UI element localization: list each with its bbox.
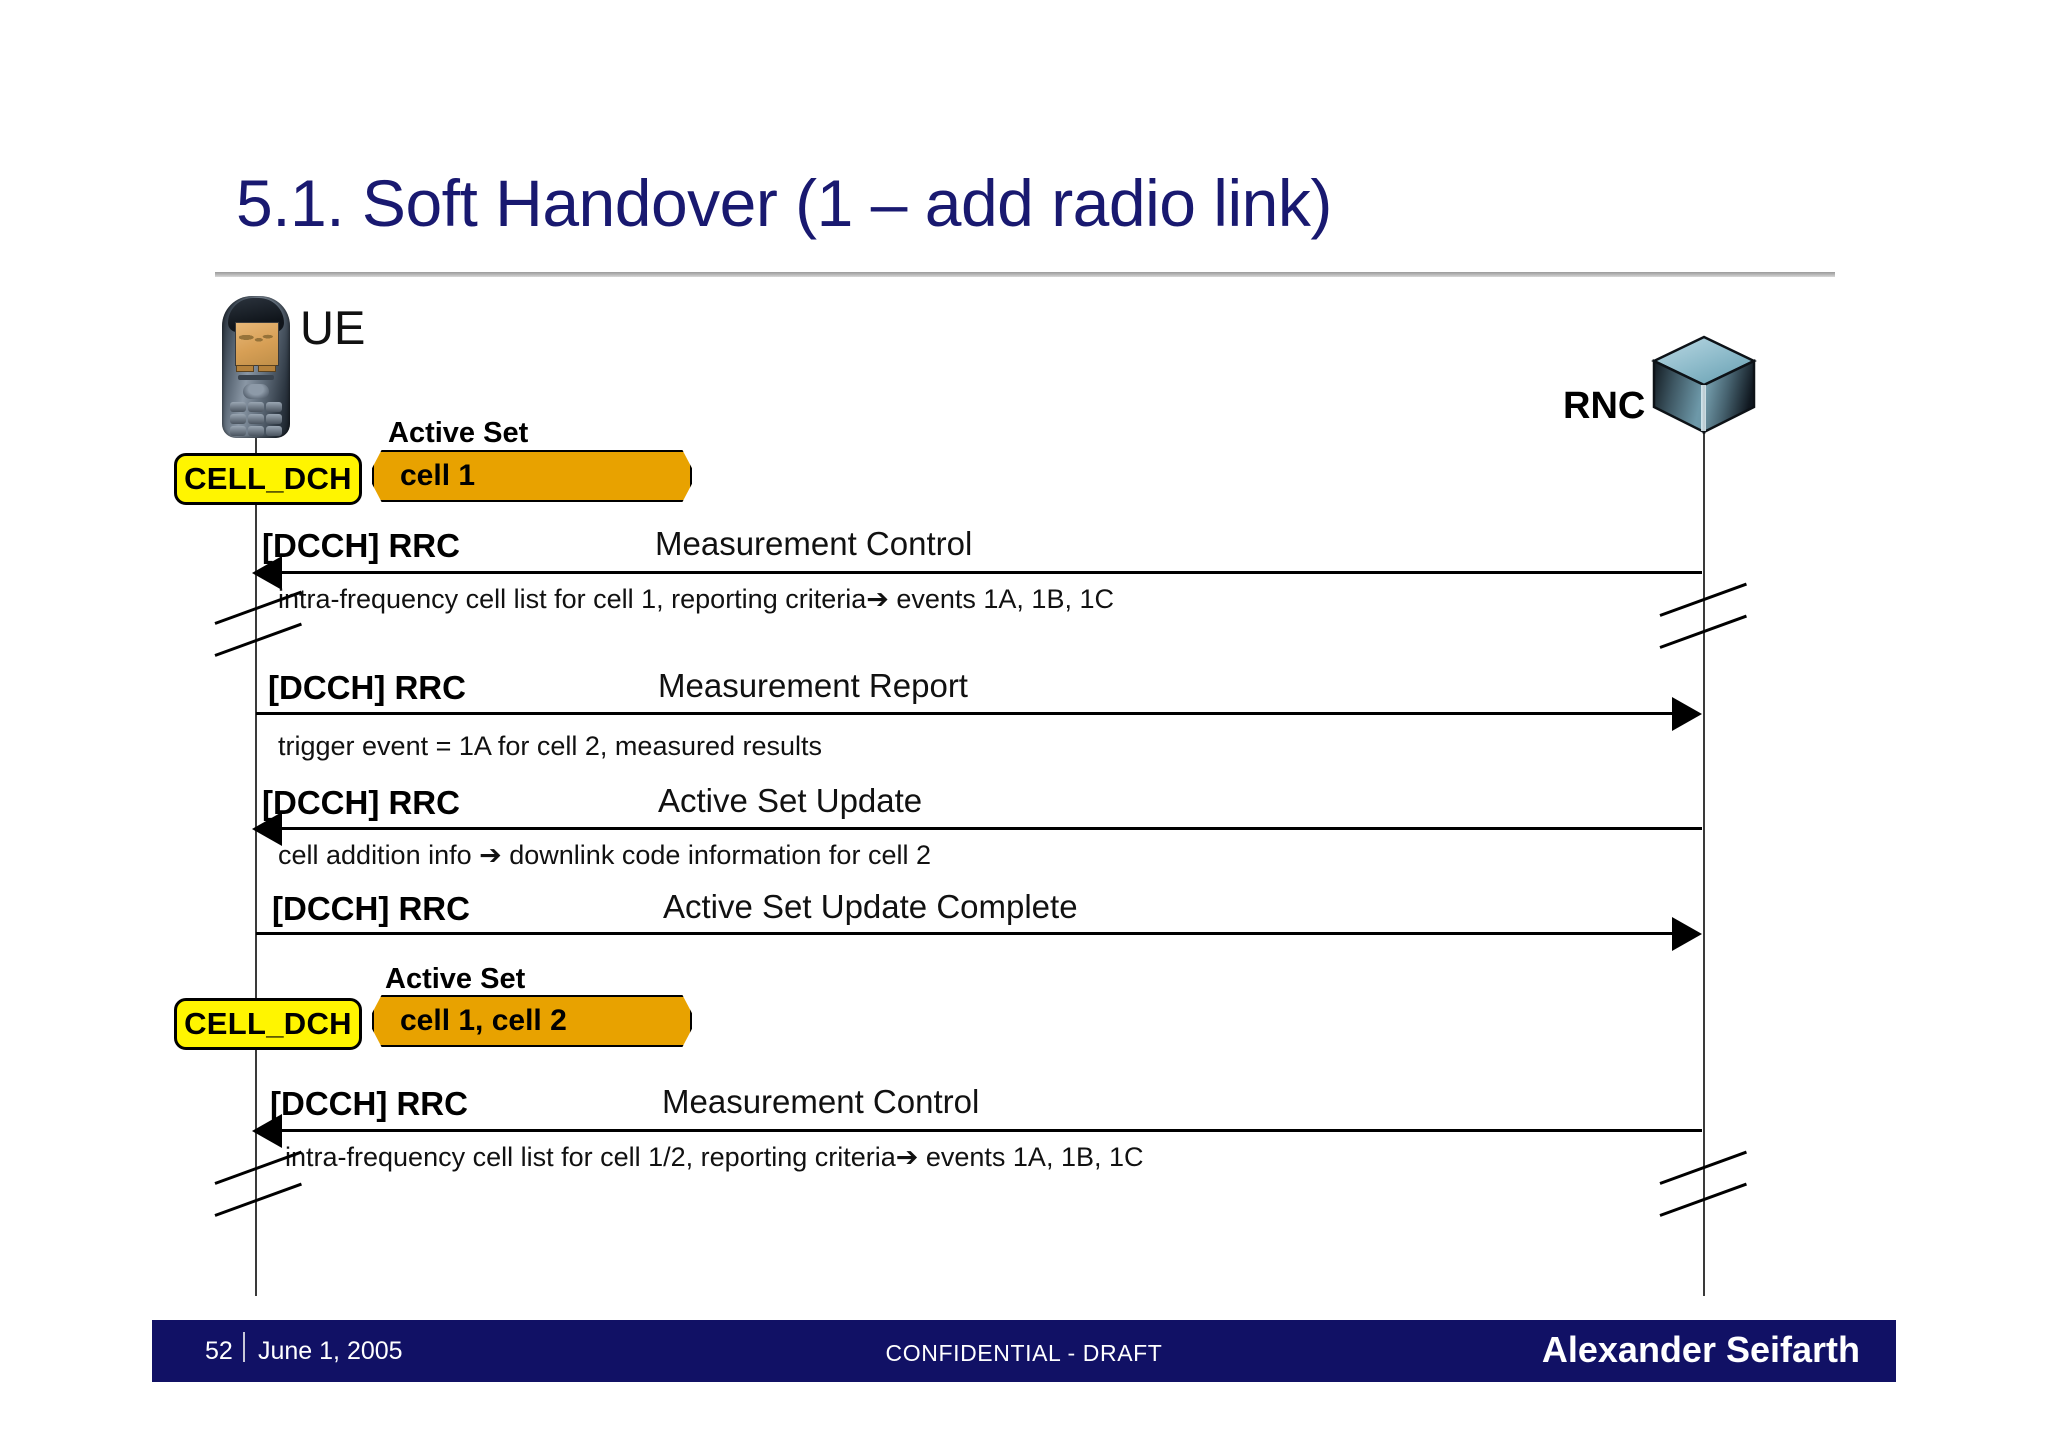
- message-protocol-1: [DCCH] RRC: [262, 527, 460, 564]
- lifeline-break-ue-1: [214, 590, 305, 672]
- footer-bar: [152, 1320, 1896, 1382]
- actor-label-ue: UE: [300, 301, 366, 354]
- lifeline-break-rnc-2: [1659, 1150, 1750, 1232]
- message-name-4: Active Set Update Complete: [663, 888, 1078, 925]
- active-set-box-1: cell 1: [372, 450, 692, 502]
- actor-label-rnc: RNC: [1563, 385, 1646, 427]
- message-name-2: Measurement Report: [658, 667, 968, 704]
- mobile-phone-icon: [222, 296, 290, 438]
- cube-node-icon: [1651, 335, 1757, 435]
- lifeline-rnc: [1703, 430, 1705, 1296]
- lifeline-break-rnc-1: [1659, 582, 1750, 664]
- message-detail-1: intra-frequency cell list for cell 1, re…: [278, 584, 1114, 614]
- message-line-4: [256, 932, 1688, 935]
- active-set-caption-2: Active Set: [385, 963, 526, 995]
- footer-page-number: 52: [205, 1337, 233, 1365]
- footer-separator: [243, 1332, 245, 1362]
- active-set-box-2: cell 1, cell 2: [372, 995, 692, 1047]
- message-protocol-4: [DCCH] RRC: [272, 890, 470, 927]
- message-detail-5: intra-frequency cell list for cell 1/2, …: [285, 1142, 1144, 1172]
- title-divider: [215, 272, 1835, 277]
- footer-confidentiality: CONFIDENTIAL - DRAFT: [885, 1340, 1163, 1366]
- message-arrowhead-5: [252, 1114, 282, 1148]
- message-line-3: [262, 827, 1702, 830]
- lifeline-ue: [255, 438, 257, 1296]
- message-arrowhead-1: [252, 556, 282, 590]
- message-arrowhead-3: [252, 812, 282, 846]
- active-set-caption-1: Active Set: [388, 417, 529, 449]
- message-detail-2: trigger event = 1A for cell 2, measured …: [278, 731, 823, 761]
- message-line-5: [262, 1129, 1702, 1132]
- message-protocol-2: [DCCH] RRC: [268, 669, 466, 706]
- footer-author: Alexander Seifarth: [1541, 1329, 1860, 1370]
- message-name-1: Measurement Control: [655, 525, 973, 562]
- footer-date: June 1, 2005: [258, 1337, 403, 1365]
- message-name-3: Active Set Update: [658, 782, 923, 819]
- message-detail-3: cell addition info ➔ downlink code infor…: [278, 840, 931, 870]
- message-protocol-5: [DCCH] RRC: [270, 1085, 468, 1122]
- page-title: 5.1. Soft Handover (1 – add radio link): [236, 166, 1332, 240]
- message-arrowhead-2: [1672, 697, 1702, 731]
- message-line-2: [256, 712, 1688, 715]
- message-name-5: Measurement Control: [662, 1083, 980, 1120]
- message-line-1: [262, 571, 1702, 574]
- lifeline-break-ue-2: [214, 1150, 305, 1232]
- message-arrowhead-4: [1672, 917, 1702, 951]
- message-protocol-3: [DCCH] RRC: [262, 784, 460, 821]
- state-badge-cell-dch-1: CELL_DCH: [174, 453, 362, 505]
- state-badge-cell-dch-2: CELL_DCH: [174, 998, 362, 1050]
